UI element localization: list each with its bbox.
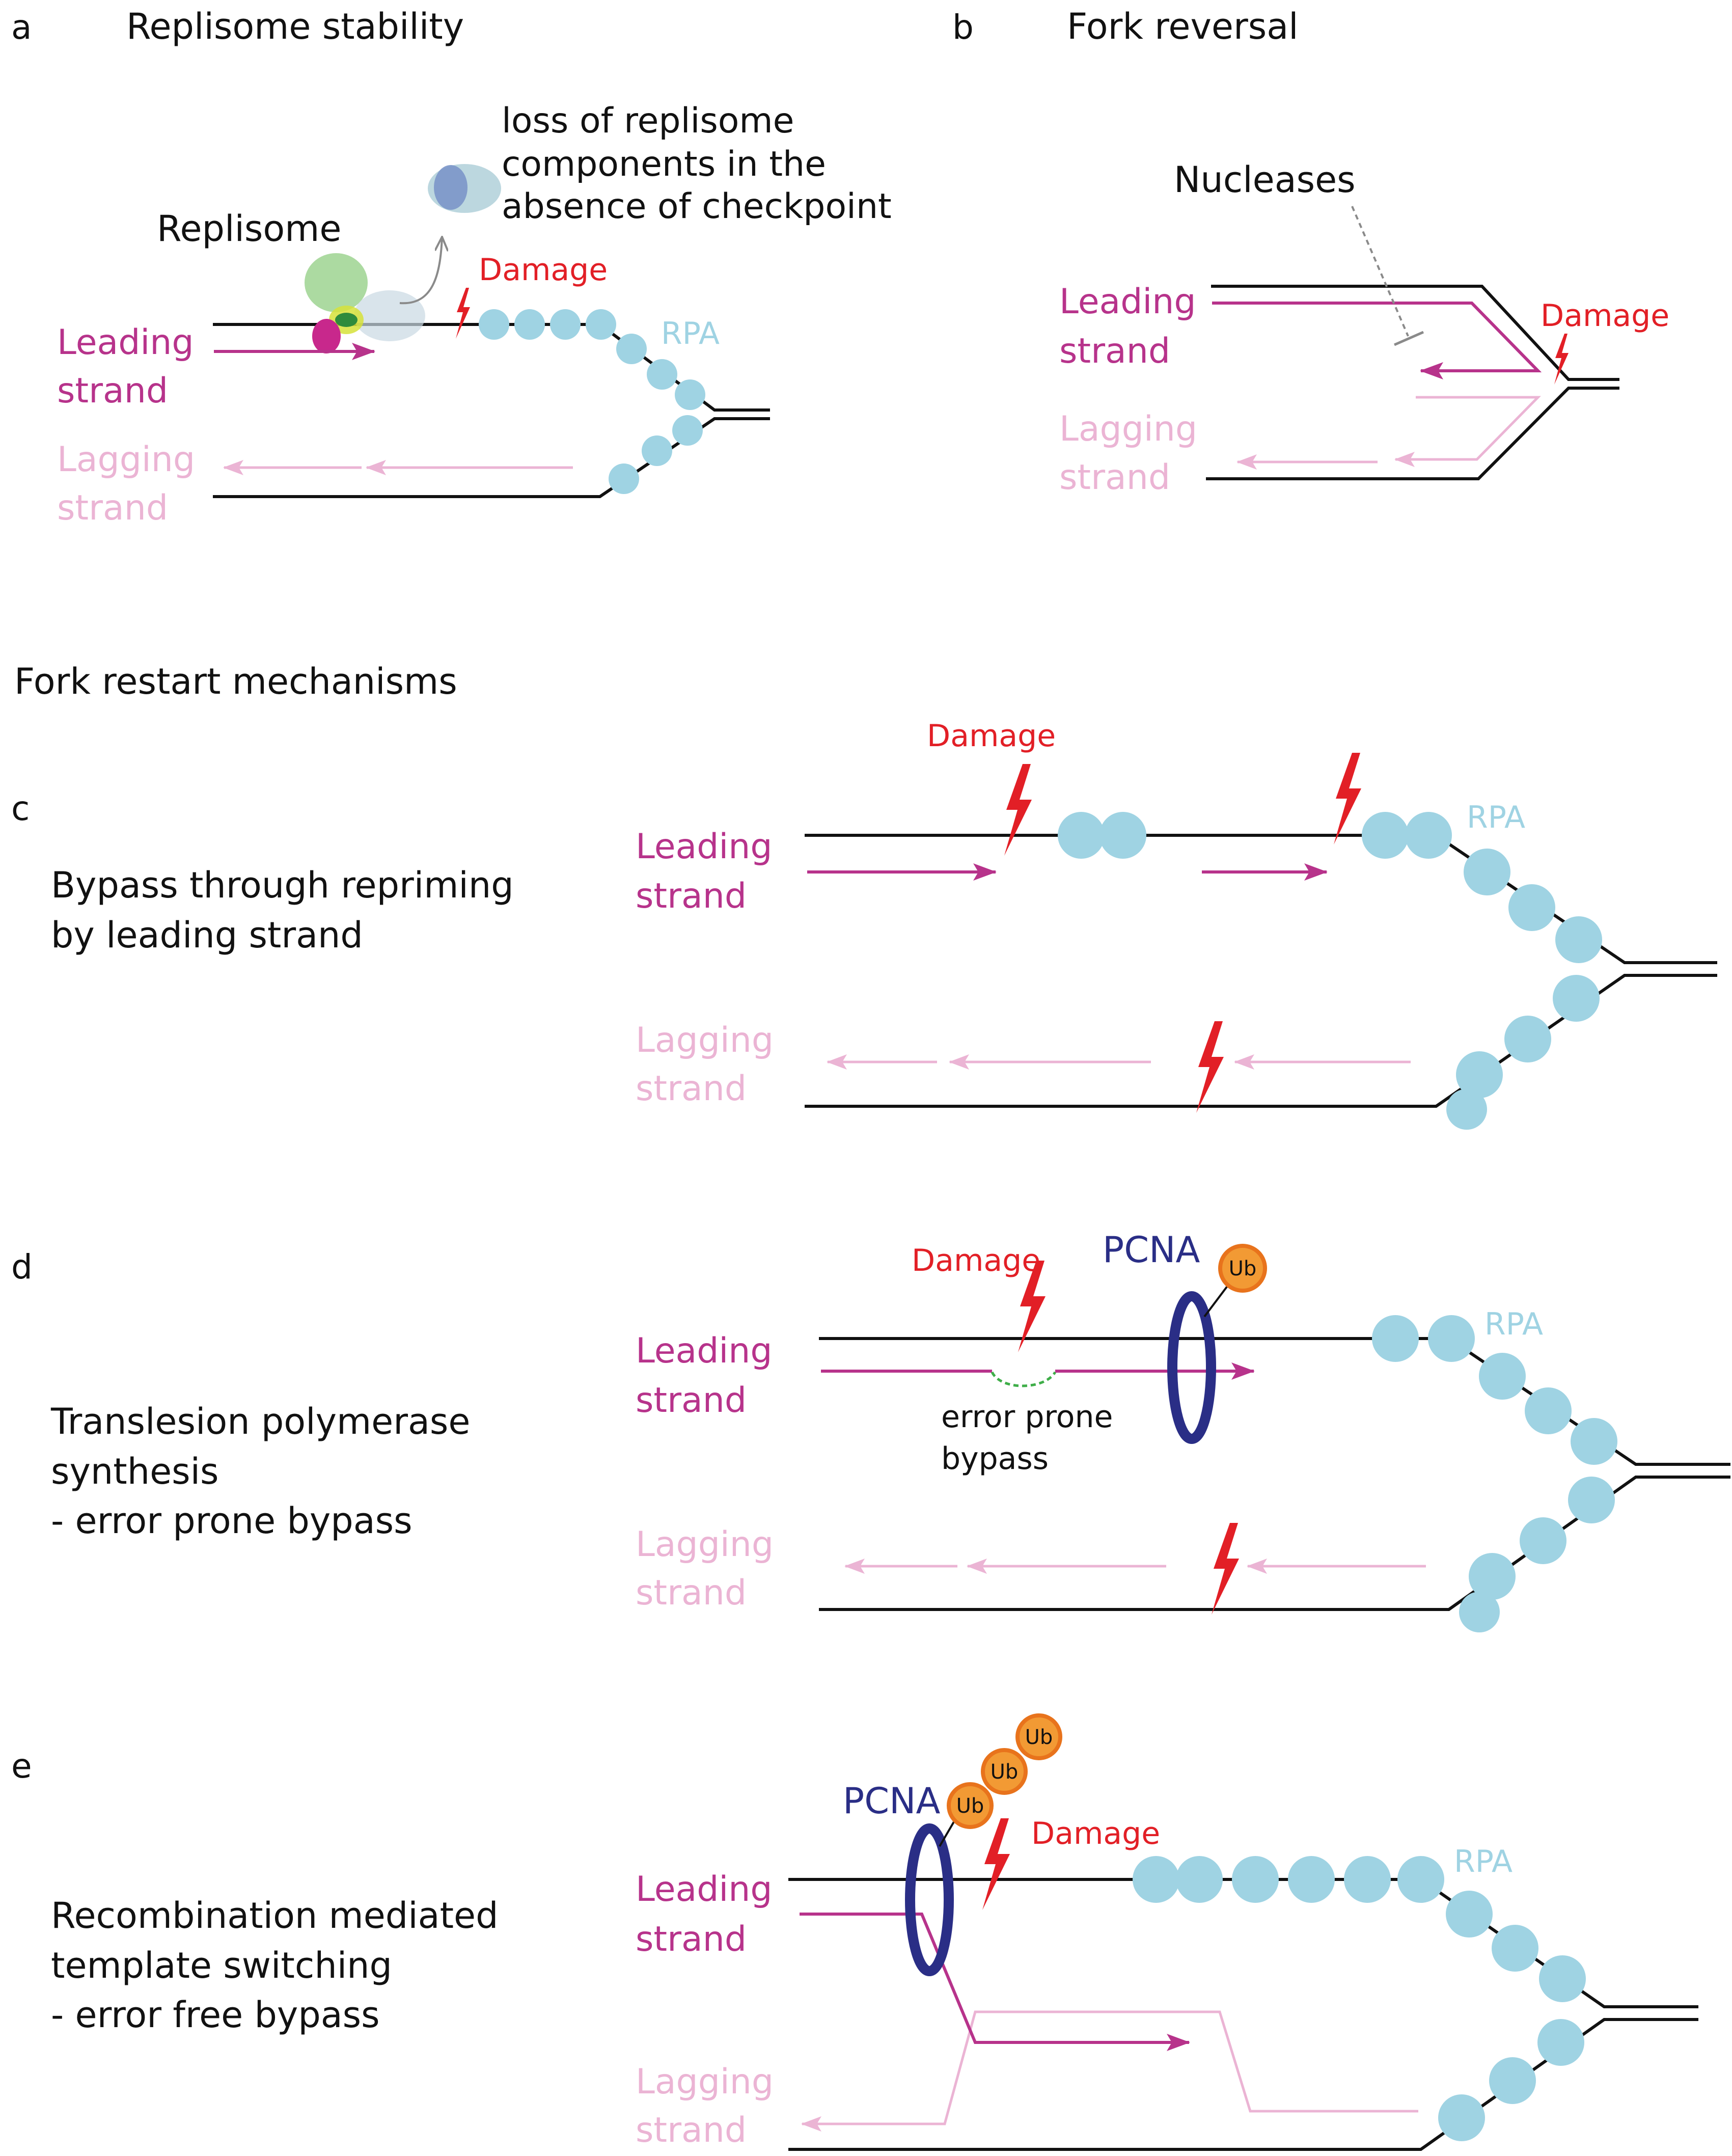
lagging-switched-arrow bbox=[801, 2010, 1418, 2132]
panel-c-description-line2: by leading strand bbox=[51, 914, 363, 956]
pcna-ring-icon bbox=[1167, 1291, 1216, 1444]
pcna-label: PCNA bbox=[1103, 1229, 1200, 1271]
damage-label: Damage bbox=[927, 718, 1056, 754]
damage-label: Damage bbox=[1541, 298, 1669, 334]
replisome-label: Replisome bbox=[157, 208, 341, 250]
regressed-leading-arm bbox=[1212, 302, 1542, 379]
damage-lightning-icon bbox=[1334, 753, 1361, 844]
error-prone-label-line2: bypass bbox=[941, 1441, 1049, 1477]
lagging-strand-label-line1: Lagging bbox=[1059, 409, 1197, 449]
error-prone-label-line1: error prone bbox=[941, 1399, 1113, 1435]
panel-d-description-line3: - error prone bypass bbox=[51, 1500, 413, 1542]
ubiquitin-label-3: Ub bbox=[1025, 1726, 1053, 1749]
leading-strand-label-line2: strand bbox=[636, 1919, 747, 1959]
rpa-beads bbox=[1133, 1856, 1586, 2141]
regressed-lagging-arm bbox=[1394, 396, 1541, 467]
loss-arrow bbox=[399, 237, 442, 305]
damage-lightning-icon bbox=[456, 288, 470, 339]
leading-strand-label-line2: strand bbox=[1059, 331, 1170, 371]
leading-strand-label-line2: strand bbox=[636, 876, 747, 916]
leading-strand-label-line2: strand bbox=[57, 371, 168, 411]
lagging-strand-label-line2: strand bbox=[636, 1069, 747, 1109]
panel-c-description-line1: Bypass through repriming bbox=[51, 864, 514, 906]
ubiquitin-icon-1 bbox=[947, 1782, 994, 1829]
panel-e-description-line3: - error free bypass bbox=[51, 1994, 380, 2036]
rpa-label: RPA bbox=[1467, 800, 1525, 835]
lost-replisome-components-icon bbox=[428, 164, 501, 213]
panel-b-letter: b bbox=[952, 8, 974, 47]
leading-template-switch-arrow bbox=[800, 1913, 1190, 2051]
damage-lightning-icon bbox=[982, 1818, 1010, 1910]
leading-strand-label-line1: Leading bbox=[636, 1869, 773, 1909]
panel-a-letter: a bbox=[11, 8, 32, 47]
lagging-strand-label-line2: strand bbox=[636, 1573, 747, 1613]
lagging-strand-label-line2: strand bbox=[636, 2110, 747, 2150]
ubiquitin-icon-2 bbox=[981, 1748, 1028, 1795]
panel-c: c Bypass through repriming by leading st… bbox=[11, 718, 1717, 1130]
panel-c-letter: c bbox=[11, 789, 30, 828]
damage-label: Damage bbox=[912, 1243, 1040, 1278]
lagging-strand-label-line2: strand bbox=[57, 488, 168, 528]
panel-e-letter: e bbox=[11, 1746, 32, 1786]
leading-template-strand bbox=[1211, 285, 1619, 381]
leading-strand-label-line2: strand bbox=[636, 1380, 747, 1421]
panel-a-title: Replisome stability bbox=[126, 6, 464, 47]
ubiquitin-label: Ub bbox=[1229, 1257, 1257, 1280]
rpa-beads bbox=[479, 309, 705, 494]
section-title: Fork restart mechanisms bbox=[14, 661, 457, 702]
lagging-strand-label-line1: Lagging bbox=[636, 1020, 774, 1060]
replisome-loss-label-line1: loss of replisome bbox=[502, 101, 794, 141]
damage-lightning-icon bbox=[1004, 764, 1032, 856]
panel-d-description-line1: Translesion polymerase bbox=[50, 1401, 470, 1442]
pcna-label: PCNA bbox=[843, 1780, 940, 1822]
panel-e-description-line1: Recombination mediated bbox=[51, 1895, 499, 1936]
panel-e-description-line2: template switching bbox=[51, 1945, 392, 1986]
leading-strand-label-line1: Leading bbox=[1059, 282, 1196, 322]
panel-b-title: Fork reversal bbox=[1067, 6, 1299, 47]
tls-patch bbox=[991, 1371, 1057, 1387]
damage-lightning-icon bbox=[1212, 1523, 1239, 1615]
ubiquitin-icon bbox=[1218, 1244, 1267, 1293]
nuclease-inhibition-line bbox=[1351, 206, 1409, 337]
lagging-strand-label-line1: Lagging bbox=[57, 440, 195, 480]
panel-b: b Fork reversal Nucleases Damage Leading… bbox=[952, 6, 1669, 498]
rpa-label: RPA bbox=[1484, 1306, 1543, 1342]
panel-a: a Replisome stability loss of replisome … bbox=[11, 6, 892, 528]
damage-lightning-icon bbox=[1196, 1021, 1224, 1113]
replisome-loss-label-line3: absence of checkpoint bbox=[502, 186, 892, 227]
leading-strand-label-line1: Leading bbox=[636, 827, 773, 867]
rpa-label: RPA bbox=[1454, 1844, 1513, 1879]
nucleases-label: Nucleases bbox=[1174, 159, 1356, 201]
ubiquitin-label-2: Ub bbox=[991, 1760, 1019, 1784]
rpa-label: RPA bbox=[661, 316, 720, 351]
nuclease-inhibition-bar bbox=[1393, 331, 1424, 346]
lagging-strand-label-line2: strand bbox=[1059, 457, 1170, 498]
panel-d-description-line2: synthesis bbox=[51, 1451, 219, 1492]
rpa-beads bbox=[1372, 1315, 1617, 1632]
leading-strand-label-line1: Leading bbox=[57, 322, 194, 363]
lagging-template-strand bbox=[1206, 387, 1619, 480]
ubiquitin-icon-3 bbox=[1015, 1713, 1062, 1760]
replisome-loss-label-line2: components in the bbox=[502, 144, 826, 184]
lagging-strand-label-line1: Lagging bbox=[636, 1524, 774, 1565]
leading-strand-label-line1: Leading bbox=[636, 1331, 773, 1371]
rpa-beads bbox=[1058, 812, 1602, 1130]
panel-e: e Recombination mediated template switch… bbox=[11, 1713, 1698, 2151]
lagging-strand-label-line1: Lagging bbox=[636, 2062, 774, 2102]
damage-label: Damage bbox=[479, 252, 608, 288]
pcna-ring-icon bbox=[905, 1823, 954, 1976]
damage-label: Damage bbox=[1031, 1816, 1160, 1851]
panel-d: d Translesion polymerase synthesis - err… bbox=[11, 1229, 1730, 1632]
panel-d-letter: d bbox=[11, 1247, 33, 1287]
ubiquitin-label-1: Ub bbox=[956, 1794, 984, 1818]
